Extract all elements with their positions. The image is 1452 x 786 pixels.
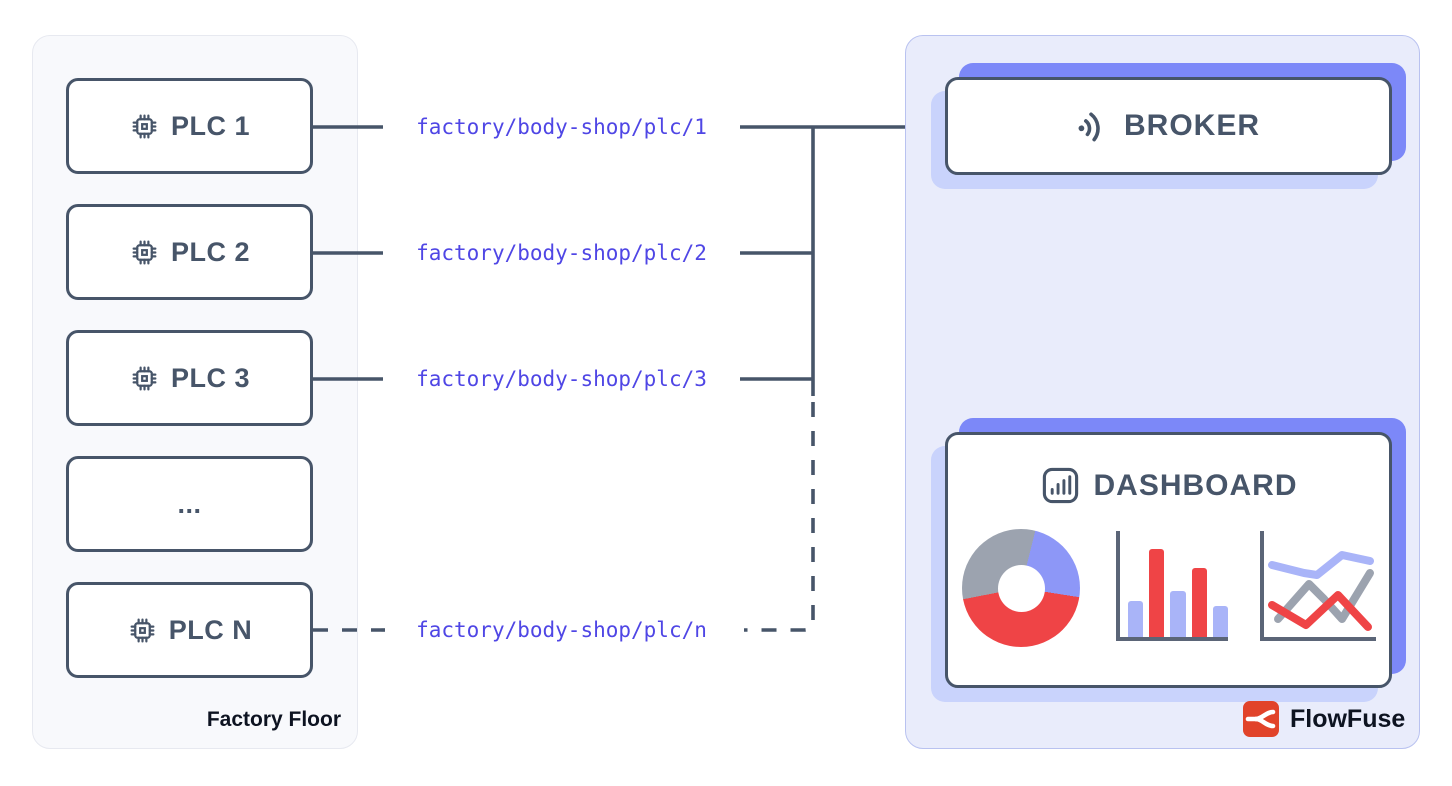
cpu-chip-icon <box>127 615 158 646</box>
topic-label-plc-2: factory/body-shop/plc/2 <box>416 241 707 265</box>
line-chart <box>1260 531 1376 641</box>
plc-label: PLC 1 <box>170 110 251 141</box>
bar <box>1128 601 1144 637</box>
plc-label: ... <box>177 488 202 519</box>
topic-label-plc-n: factory/body-shop/plc/n <box>416 618 707 642</box>
flowfuse-logo: FlowFuse <box>1243 701 1405 737</box>
bar <box>1191 568 1207 637</box>
plc-label: PLC 2 <box>170 236 251 267</box>
donut-chart <box>962 529 1080 647</box>
flowfuse-logo-icon <box>1243 701 1279 737</box>
flowfuse-name: FlowFuse <box>1290 704 1406 733</box>
line-series-periwinkle <box>1268 551 1374 579</box>
cpu-chip-icon <box>129 237 160 268</box>
topic-label-plc-1: factory/body-shop/plc/1 <box>416 115 707 139</box>
dashboard-card: DASHBOARD <box>945 432 1392 688</box>
dashboard-header: DASHBOARD <box>948 465 1389 506</box>
plc-box-3: PLC 3 <box>66 330 313 426</box>
donut-chart-hole <box>997 564 1045 612</box>
broker-label: BROKER <box>1123 109 1260 142</box>
cpu-chip-icon <box>129 111 160 142</box>
plc-label: PLC N <box>168 614 253 645</box>
cpu-chip-icon <box>129 363 160 394</box>
connector-bus-dashed <box>744 402 815 632</box>
plc-label: PLC 3 <box>170 362 251 393</box>
factory-floor-caption: Factory Floor <box>206 708 341 731</box>
plc-box-2: PLC 2 <box>66 204 313 300</box>
broker-card: BROKER <box>945 77 1392 175</box>
plc-box-ellipsis: ... <box>66 456 313 552</box>
bar <box>1170 591 1186 637</box>
bar <box>1212 606 1229 637</box>
bar <box>1149 549 1165 637</box>
bar-chart-icon <box>1040 465 1081 506</box>
line-series-red <box>1268 591 1372 631</box>
plc-box-n: PLC N <box>66 582 313 678</box>
topic-label-plc-3: factory/body-shop/plc/3 <box>416 367 707 391</box>
dashboard-label: DASHBOARD <box>1093 468 1298 502</box>
broadcast-icon <box>1077 109 1111 143</box>
plc-box-1: PLC 1 <box>66 78 313 174</box>
bar-chart <box>1116 531 1229 641</box>
